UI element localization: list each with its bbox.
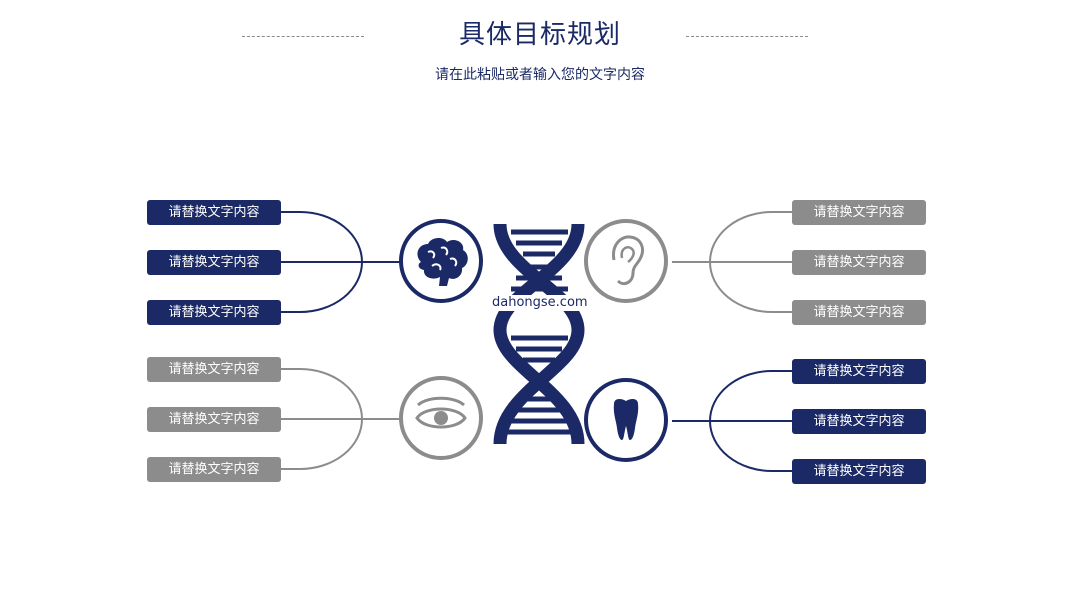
dna-icon (493, 223, 585, 445)
connectors-top-right (672, 211, 792, 313)
list-item-top-right-1: 请替换文字内容 (792, 200, 926, 225)
eye-icon (399, 376, 483, 460)
title-divider-left (242, 36, 364, 37)
tooth-icon (584, 378, 668, 462)
connectors-top-left (280, 211, 400, 313)
page-subtitle: 请在此粘贴或者输入您的文字内容 (435, 67, 645, 83)
connectors-bottom-left (280, 368, 400, 470)
list-item-top-right-3: 请替换文字内容 (792, 300, 926, 325)
list-item-bottom-right-1: 请替换文字内容 (792, 359, 926, 384)
list-item-bottom-left-3: 请替换文字内容 (147, 457, 281, 482)
list-item-top-left-1: 请替换文字内容 (147, 200, 281, 225)
title-divider-right (686, 36, 808, 37)
page-title: 具体目标规划 (458, 20, 621, 50)
list-item-bottom-right-3: 请替换文字内容 (792, 459, 926, 484)
list-item-bottom-left-2: 请替换文字内容 (147, 407, 281, 432)
list-item-top-left-2: 请替换文字内容 (147, 250, 281, 275)
watermark: dahongse.com (490, 295, 590, 311)
connectors-bottom-right (672, 370, 792, 472)
list-item-bottom-right-2: 请替换文字内容 (792, 409, 926, 434)
list-item-top-left-3: 请替换文字内容 (147, 300, 281, 325)
brain-icon (399, 219, 483, 303)
ear-icon (584, 219, 668, 303)
list-item-bottom-left-1: 请替换文字内容 (147, 357, 281, 382)
list-item-top-right-2: 请替换文字内容 (792, 250, 926, 275)
